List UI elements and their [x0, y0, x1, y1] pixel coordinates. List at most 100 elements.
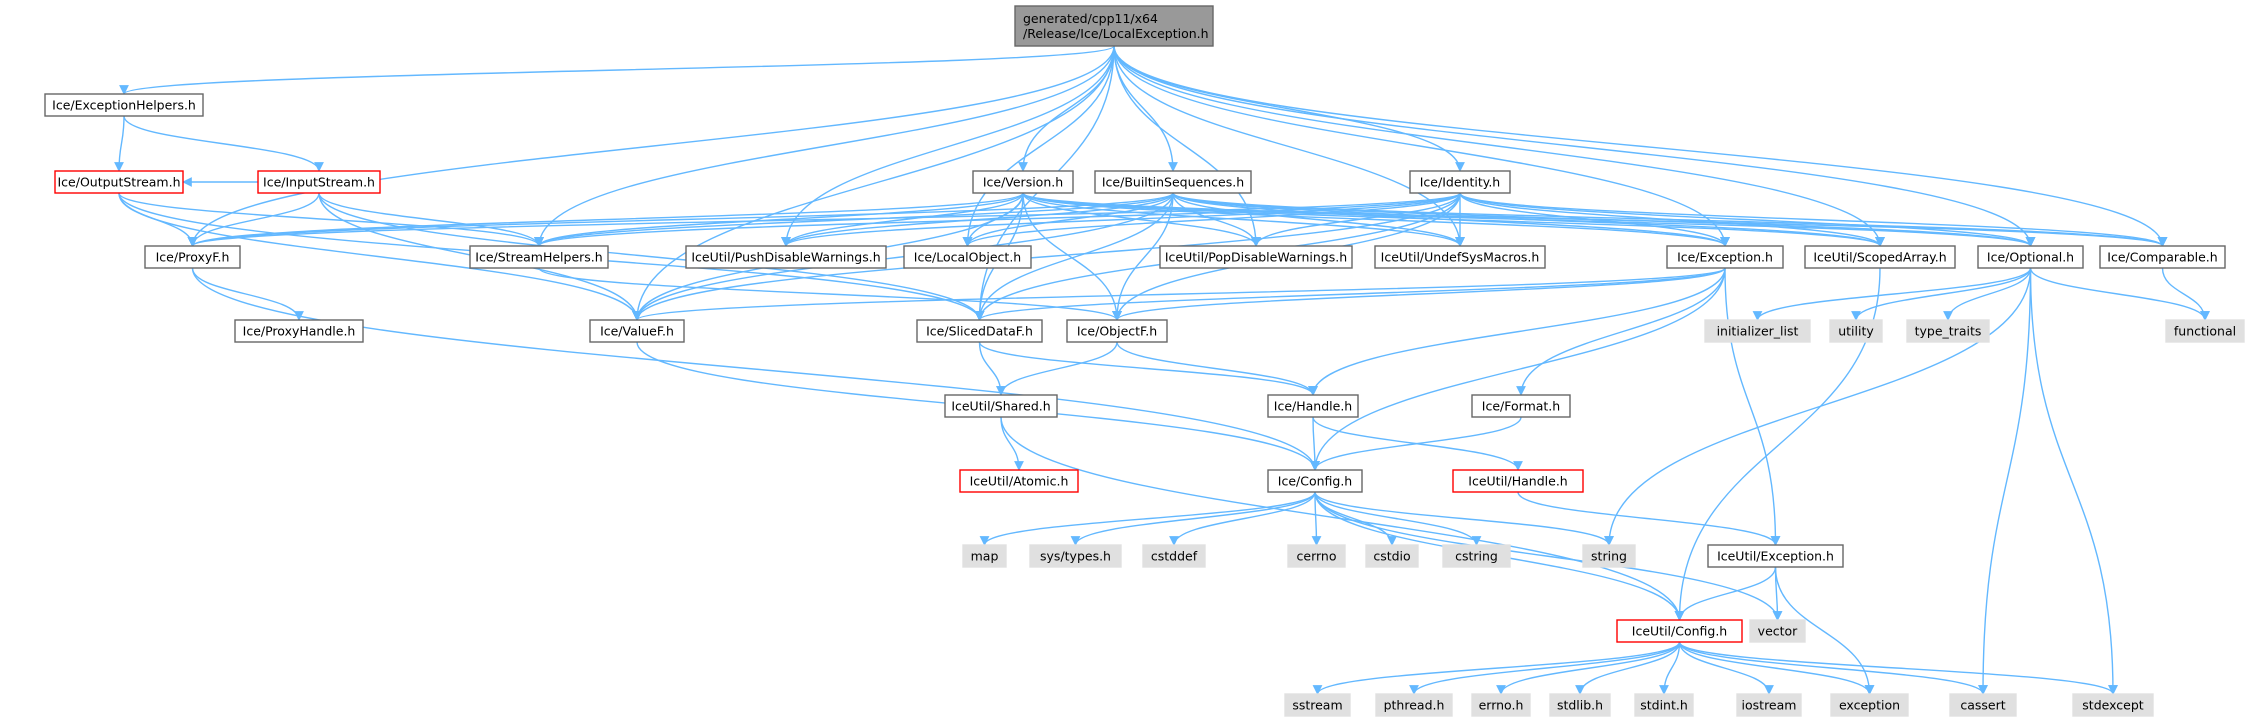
node-undefsys-box	[1374, 245, 1546, 269]
node-utilexception[interactable]: IceUtil/Exception.h	[1707, 544, 1844, 568]
node-optional-label: Ice/Optional.h	[1987, 250, 2074, 265]
edge-utilconfig-to-stdlib	[1575, 641, 1681, 695]
node-cstddef: cstddef	[1142, 544, 1206, 568]
node-undefsys[interactable]: IceUtil/UndefSysMacros.h	[1374, 245, 1546, 269]
node-objectf[interactable]: Ice/ObjectF.h	[1066, 319, 1168, 343]
edge-builtin-to-proxyf	[187, 192, 1174, 247]
edge-exhelpers-to-outstream	[114, 115, 125, 172]
node-streamhelpers[interactable]: Ice/StreamHelpers.h	[469, 245, 609, 269]
node-exhelpers[interactable]: Ice/ExceptionHelpers.h	[44, 93, 204, 117]
edge-streamhelpers-to-objectf	[538, 267, 1122, 321]
node-cassert: cassert	[1949, 693, 2017, 717]
edge-config-to-systypes	[1070, 491, 1316, 546]
node-utility-box	[1829, 319, 1883, 343]
node-atomic[interactable]: IceUtil/Atomic.h	[959, 469, 1079, 493]
node-cerrno: cerrno	[1287, 544, 1346, 568]
node-root-box	[1014, 5, 1214, 47]
node-scopedarray-label: IceUtil/ScopedArray.h	[1813, 250, 1946, 265]
node-atomic-label: IceUtil/Atomic.h	[970, 474, 1069, 489]
edge-builtin-to-exception	[1172, 192, 1730, 247]
node-shared[interactable]: IceUtil/Shared.h	[944, 394, 1058, 418]
node-valuef[interactable]: Ice/ValueF.h	[589, 319, 685, 343]
node-format[interactable]: Ice/Format.h	[1471, 394, 1571, 418]
node-utilhandle-label: IceUtil/Handle.h	[1468, 474, 1567, 489]
nodes-layer: generated/cpp11/x64/Release/Ice/LocalExc…	[44, 5, 2245, 717]
node-localobject-box	[903, 245, 1032, 269]
node-outstream[interactable]: Ice/OutputStream.h	[54, 170, 184, 194]
node-initlist: initializer_list	[1704, 319, 1811, 343]
node-identity-label: Ice/Identity.h	[1420, 175, 1500, 190]
edge-root-to-exhelpers	[119, 45, 1115, 95]
edge-sliceddataf-to-handle	[978, 341, 1318, 396]
node-builtin[interactable]: Ice/BuiltinSequences.h	[1094, 170, 1252, 194]
node-stdlib-box	[1549, 693, 1611, 717]
edge-identity-to-pushdisable	[781, 192, 1461, 247]
edge-exception-to-config	[1310, 267, 1726, 471]
node-version[interactable]: Ice/Version.h	[972, 170, 1074, 194]
node-root[interactable]: generated/cpp11/x64/Release/Ice/LocalExc…	[1014, 5, 1214, 47]
edge-identity-to-popdisable	[1251, 192, 1461, 247]
edge-builtin-to-undefsys	[1172, 192, 1465, 247]
node-functional: functional	[2165, 319, 2245, 343]
node-handle[interactable]: Ice/Handle.h	[1267, 394, 1359, 418]
node-exhelpers-label: Ice/ExceptionHelpers.h	[52, 98, 196, 113]
node-instream-label: Ice/InputStream.h	[263, 175, 375, 190]
edge-utilexception-to-utilconfig	[1674, 566, 1777, 621]
node-utilconfig-label: IceUtil/Config.h	[1632, 624, 1727, 639]
node-sliceddataf[interactable]: Ice/SlicedDataF.h	[916, 319, 1043, 343]
node-utilconfig[interactable]: IceUtil/Config.h	[1616, 619, 1743, 643]
node-exception[interactable]: Ice/Exception.h	[1666, 245, 1784, 269]
node-config[interactable]: Ice/Config.h	[1267, 469, 1363, 493]
node-exceptionstd-box	[1830, 693, 1909, 717]
node-proxyf[interactable]: Ice/ProxyF.h	[144, 245, 241, 269]
node-string-label: string	[1591, 549, 1627, 564]
edge-config-to-map	[979, 491, 1316, 546]
node-exhelpers-box	[44, 93, 204, 117]
node-errnoh-box	[1471, 693, 1531, 717]
node-utilhandle[interactable]: IceUtil/Handle.h	[1452, 469, 1584, 493]
node-instream[interactable]: Ice/InputStream.h	[257, 170, 381, 194]
node-objectf-label: Ice/ObjectF.h	[1077, 324, 1157, 339]
node-localobject[interactable]: Ice/LocalObject.h	[903, 245, 1032, 269]
edge-identity-to-scopedarray	[1459, 192, 1885, 247]
node-utilhandle-box	[1452, 469, 1584, 493]
node-vector-label: vector	[1758, 624, 1799, 639]
edge-version-to-objectf	[1022, 192, 1122, 321]
node-stdexcept-label: stdexcept	[2082, 698, 2143, 713]
node-optional[interactable]: Ice/Optional.h	[1977, 245, 2084, 269]
edge-config-to-string	[1314, 491, 1614, 546]
edge-config-to-cerrno	[1311, 491, 1322, 546]
edge-version-to-pushdisable	[781, 192, 1024, 247]
node-stdexcept-box	[2072, 693, 2154, 717]
edge-exhelpers-to-instream	[123, 115, 324, 172]
edge-exception-to-sliceddataf	[974, 267, 1726, 321]
node-scopedarray[interactable]: IceUtil/ScopedArray.h	[1804, 245, 1956, 269]
node-config-label: Ice/Config.h	[1278, 474, 1352, 489]
node-functional-label: functional	[2174, 324, 2236, 339]
edge-utilconfig-to-iostream	[1678, 641, 1774, 695]
node-stdexcept: stdexcept	[2072, 693, 2154, 717]
node-sstream-box	[1284, 693, 1351, 717]
node-sstream-label: sstream	[1292, 698, 1342, 713]
node-comparable[interactable]: Ice/Comparable.h	[2099, 245, 2226, 269]
edge-identity-to-optional	[1459, 192, 2036, 247]
node-pthread-label: pthread.h	[1384, 698, 1445, 713]
node-proxyhandle-label: Ice/ProxyHandle.h	[243, 324, 356, 339]
node-outstream-box	[54, 170, 184, 194]
edge-outstream-to-streamhelpers	[118, 192, 544, 247]
node-proxyhandle[interactable]: Ice/ProxyHandle.h	[234, 319, 364, 343]
edge-root-to-version	[1018, 45, 1115, 172]
node-initlist-label: initializer_list	[1717, 324, 1799, 339]
node-popdisable[interactable]: IceUtil/PopDisableWarnings.h	[1159, 245, 1353, 269]
edge-optional-to-initlist	[1752, 267, 2032, 321]
node-shared-label: IceUtil/Shared.h	[951, 399, 1050, 414]
node-iostream: iostream	[1736, 693, 1802, 717]
node-format-box	[1471, 394, 1571, 418]
node-popdisable-label: IceUtil/PopDisableWarnings.h	[1165, 250, 1347, 265]
node-builtin-box	[1094, 170, 1252, 194]
node-pushdisable[interactable]: IceUtil/PushDisableWarnings.h	[685, 245, 887, 269]
node-cstdio-box	[1365, 544, 1419, 568]
node-identity[interactable]: Ice/Identity.h	[1409, 170, 1511, 194]
node-root-label: generated/cpp11/x64	[1023, 11, 1158, 26]
node-exception-box	[1666, 245, 1784, 269]
